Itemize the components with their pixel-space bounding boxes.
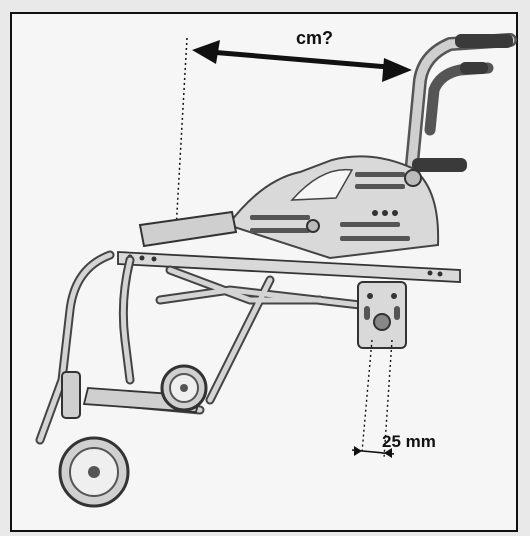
side-plate — [226, 155, 440, 260]
offset-dimension — [351, 339, 395, 459]
width-question-label: cm? — [296, 28, 334, 48]
backrest-handles — [403, 33, 517, 192]
axle-mounting-bracket — [357, 281, 407, 349]
width-double-arrow — [192, 40, 412, 82]
rear-caster-wheel — [160, 364, 208, 412]
seat-reference-dotted-line — [175, 37, 188, 231]
front-caster-wheel — [58, 436, 130, 508]
offset-measure-label: 25 mm — [382, 432, 436, 451]
caster-fork — [61, 371, 81, 419]
